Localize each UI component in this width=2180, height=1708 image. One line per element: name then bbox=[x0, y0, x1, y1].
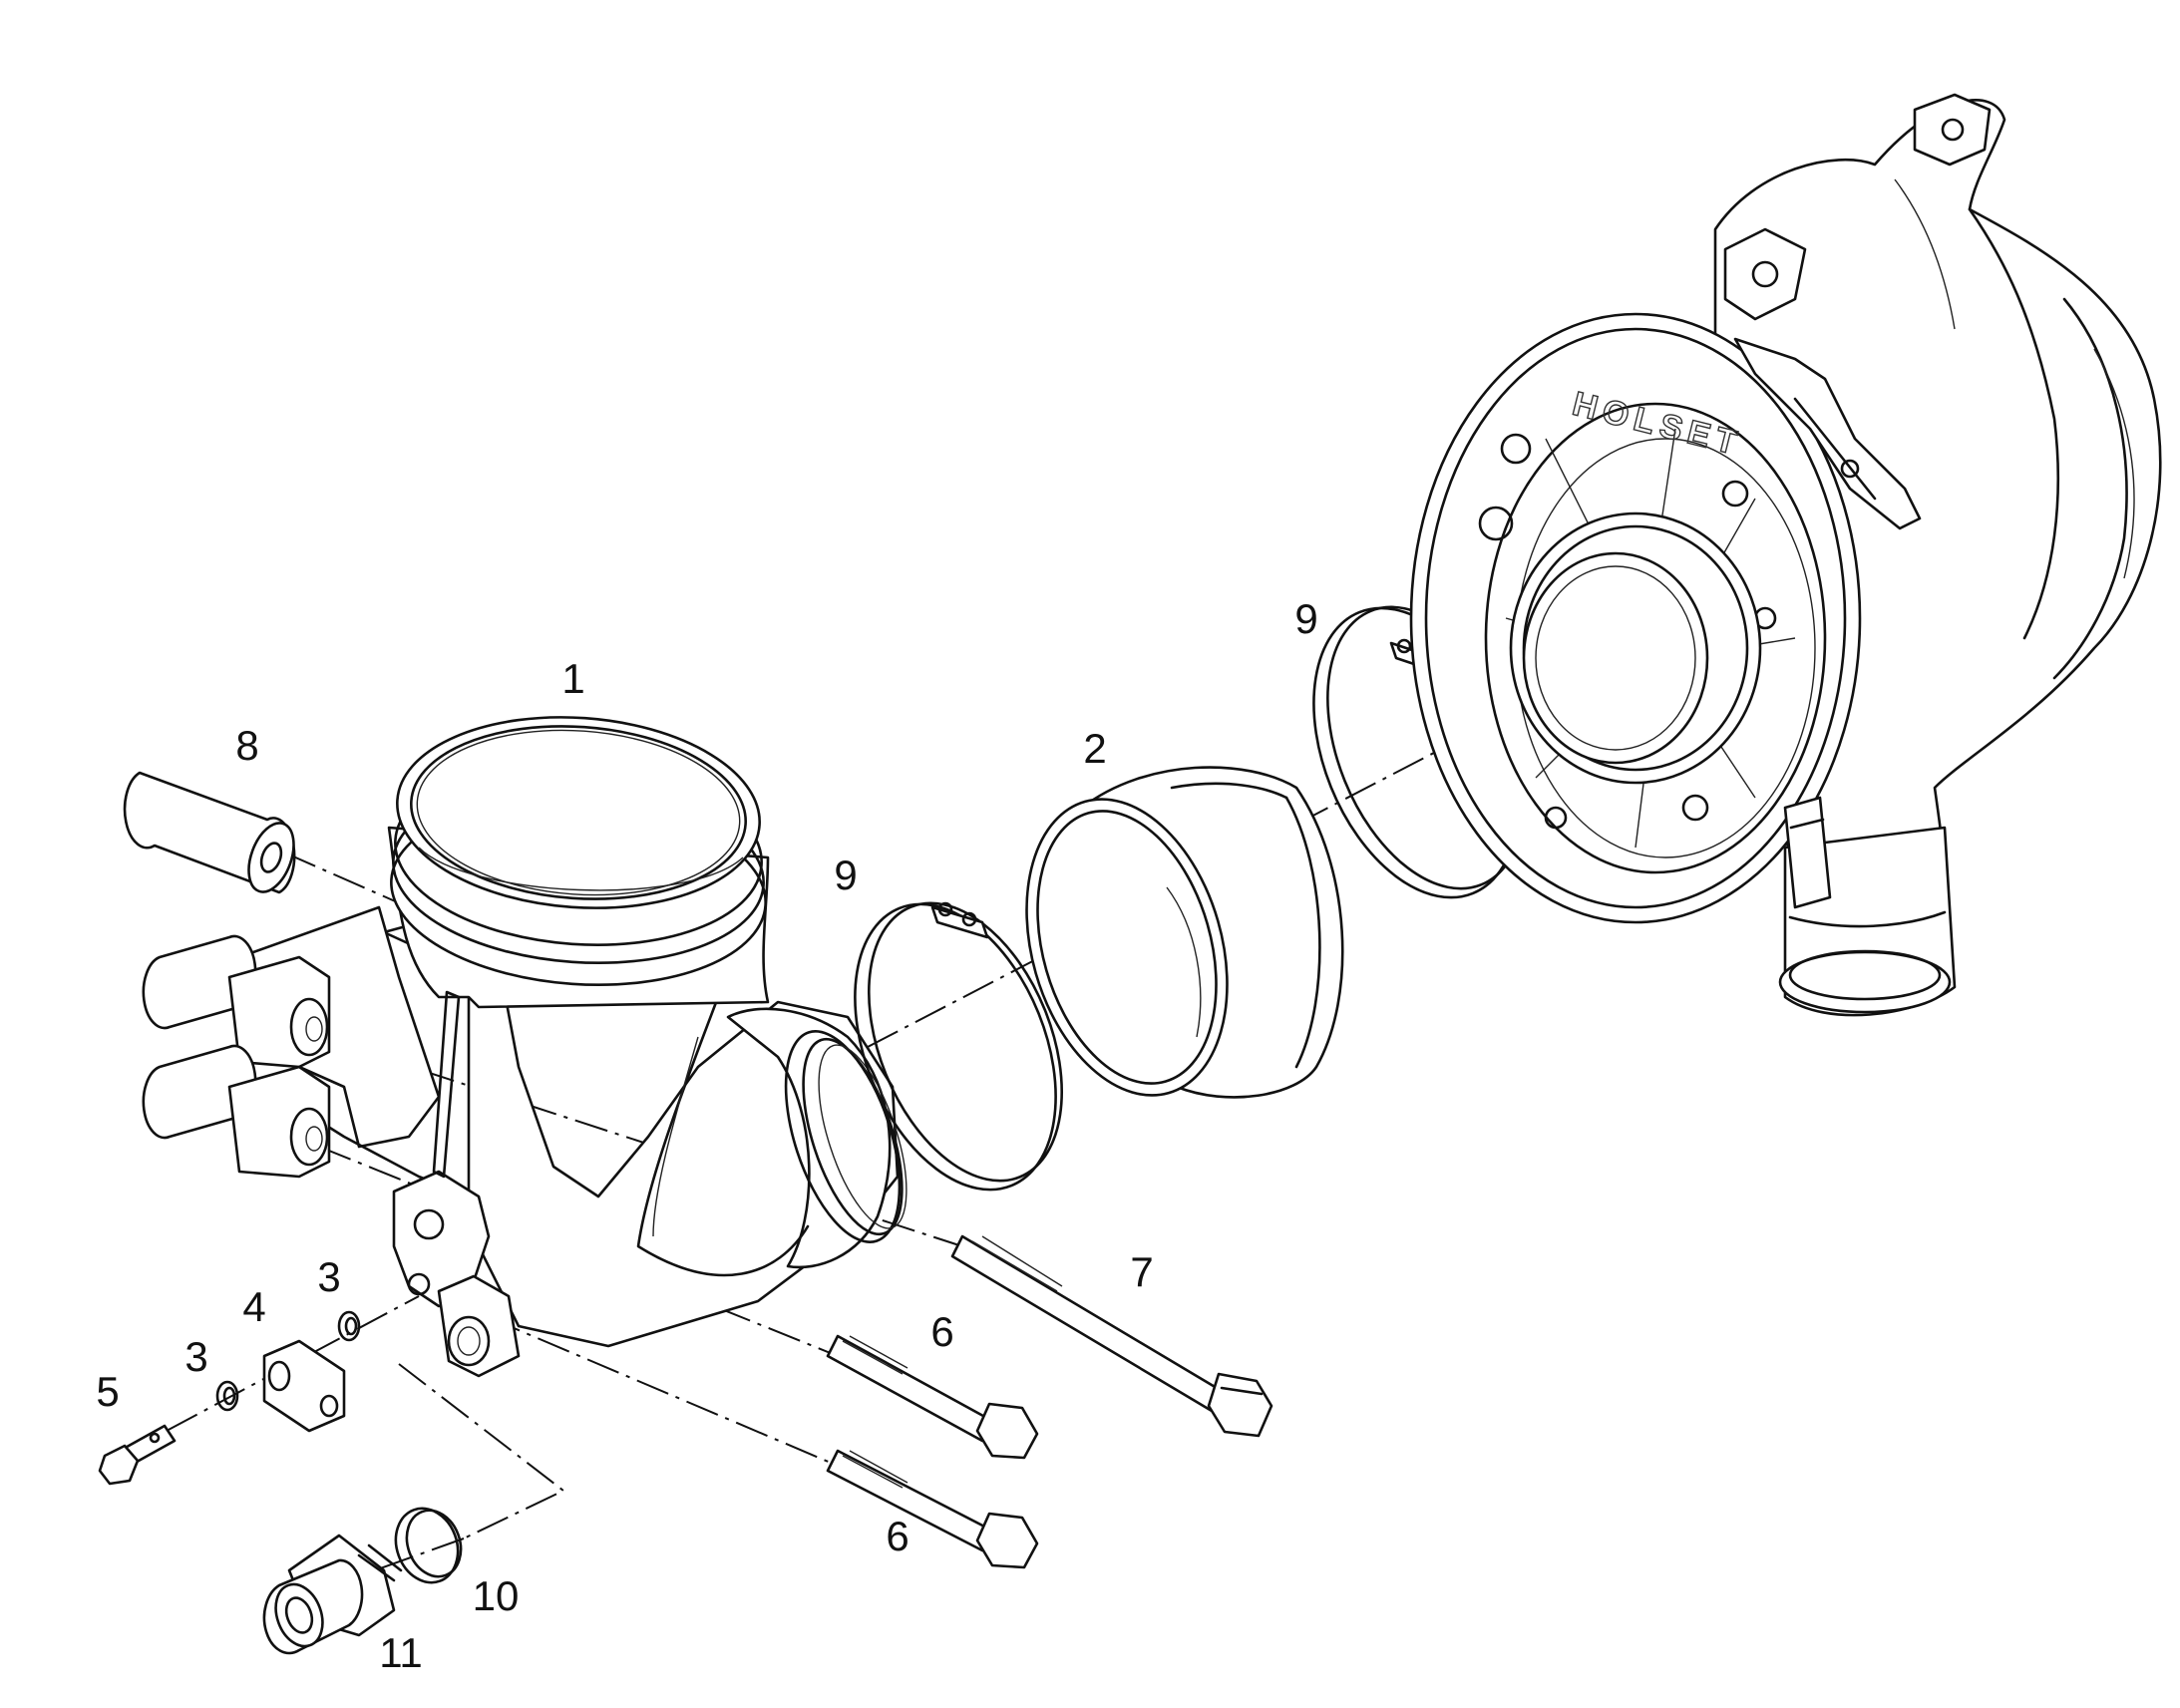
centerline-part-8 bbox=[283, 852, 410, 908]
callout-9-right: 9 bbox=[1294, 595, 1317, 642]
callout-9-left: 9 bbox=[834, 852, 857, 898]
turbocharger: HOLSET bbox=[1409, 93, 2162, 1017]
part-3-washer-lower bbox=[215, 1380, 239, 1412]
part-10-seal-ring bbox=[394, 1507, 463, 1584]
part-4-banjo bbox=[262, 1339, 346, 1433]
callout-5: 5 bbox=[96, 1368, 119, 1415]
part-5-banjo-bolt bbox=[98, 1424, 177, 1486]
callout-7: 7 bbox=[1130, 1248, 1153, 1295]
part-8-sleeve bbox=[123, 771, 296, 894]
centerline-part-11-a bbox=[398, 1363, 565, 1539]
part-7-long-bolt bbox=[950, 1234, 1273, 1438]
callout-2: 2 bbox=[1083, 725, 1106, 772]
housing-mount-boss-lower bbox=[142, 1044, 331, 1179]
part-11-union-fitting bbox=[262, 1534, 403, 1655]
callout-6-lower: 6 bbox=[886, 1513, 908, 1559]
callout-10: 10 bbox=[473, 1572, 520, 1619]
callout-labels: 1 2 3 3 4 5 6 6 7 8 9 9 10 11 bbox=[96, 595, 1317, 1676]
callout-6-upper: 6 bbox=[930, 1308, 953, 1355]
part-6-bolt-lower bbox=[826, 1449, 1039, 1569]
part-1-housing bbox=[142, 716, 908, 1378]
part-9-clamp-left bbox=[854, 901, 1063, 1192]
callout-3-upper: 3 bbox=[317, 1253, 340, 1300]
callout-8: 8 bbox=[235, 722, 258, 769]
part-6-bolt-upper bbox=[826, 1334, 1039, 1460]
callout-3-lower: 3 bbox=[184, 1333, 207, 1380]
part-2-hose bbox=[1025, 766, 1344, 1099]
housing-mount-boss-upper bbox=[142, 934, 331, 1069]
part-3-washer-upper bbox=[337, 1310, 361, 1342]
callout-4: 4 bbox=[242, 1283, 265, 1330]
callout-11: 11 bbox=[379, 1629, 423, 1676]
callout-1: 1 bbox=[561, 655, 584, 702]
